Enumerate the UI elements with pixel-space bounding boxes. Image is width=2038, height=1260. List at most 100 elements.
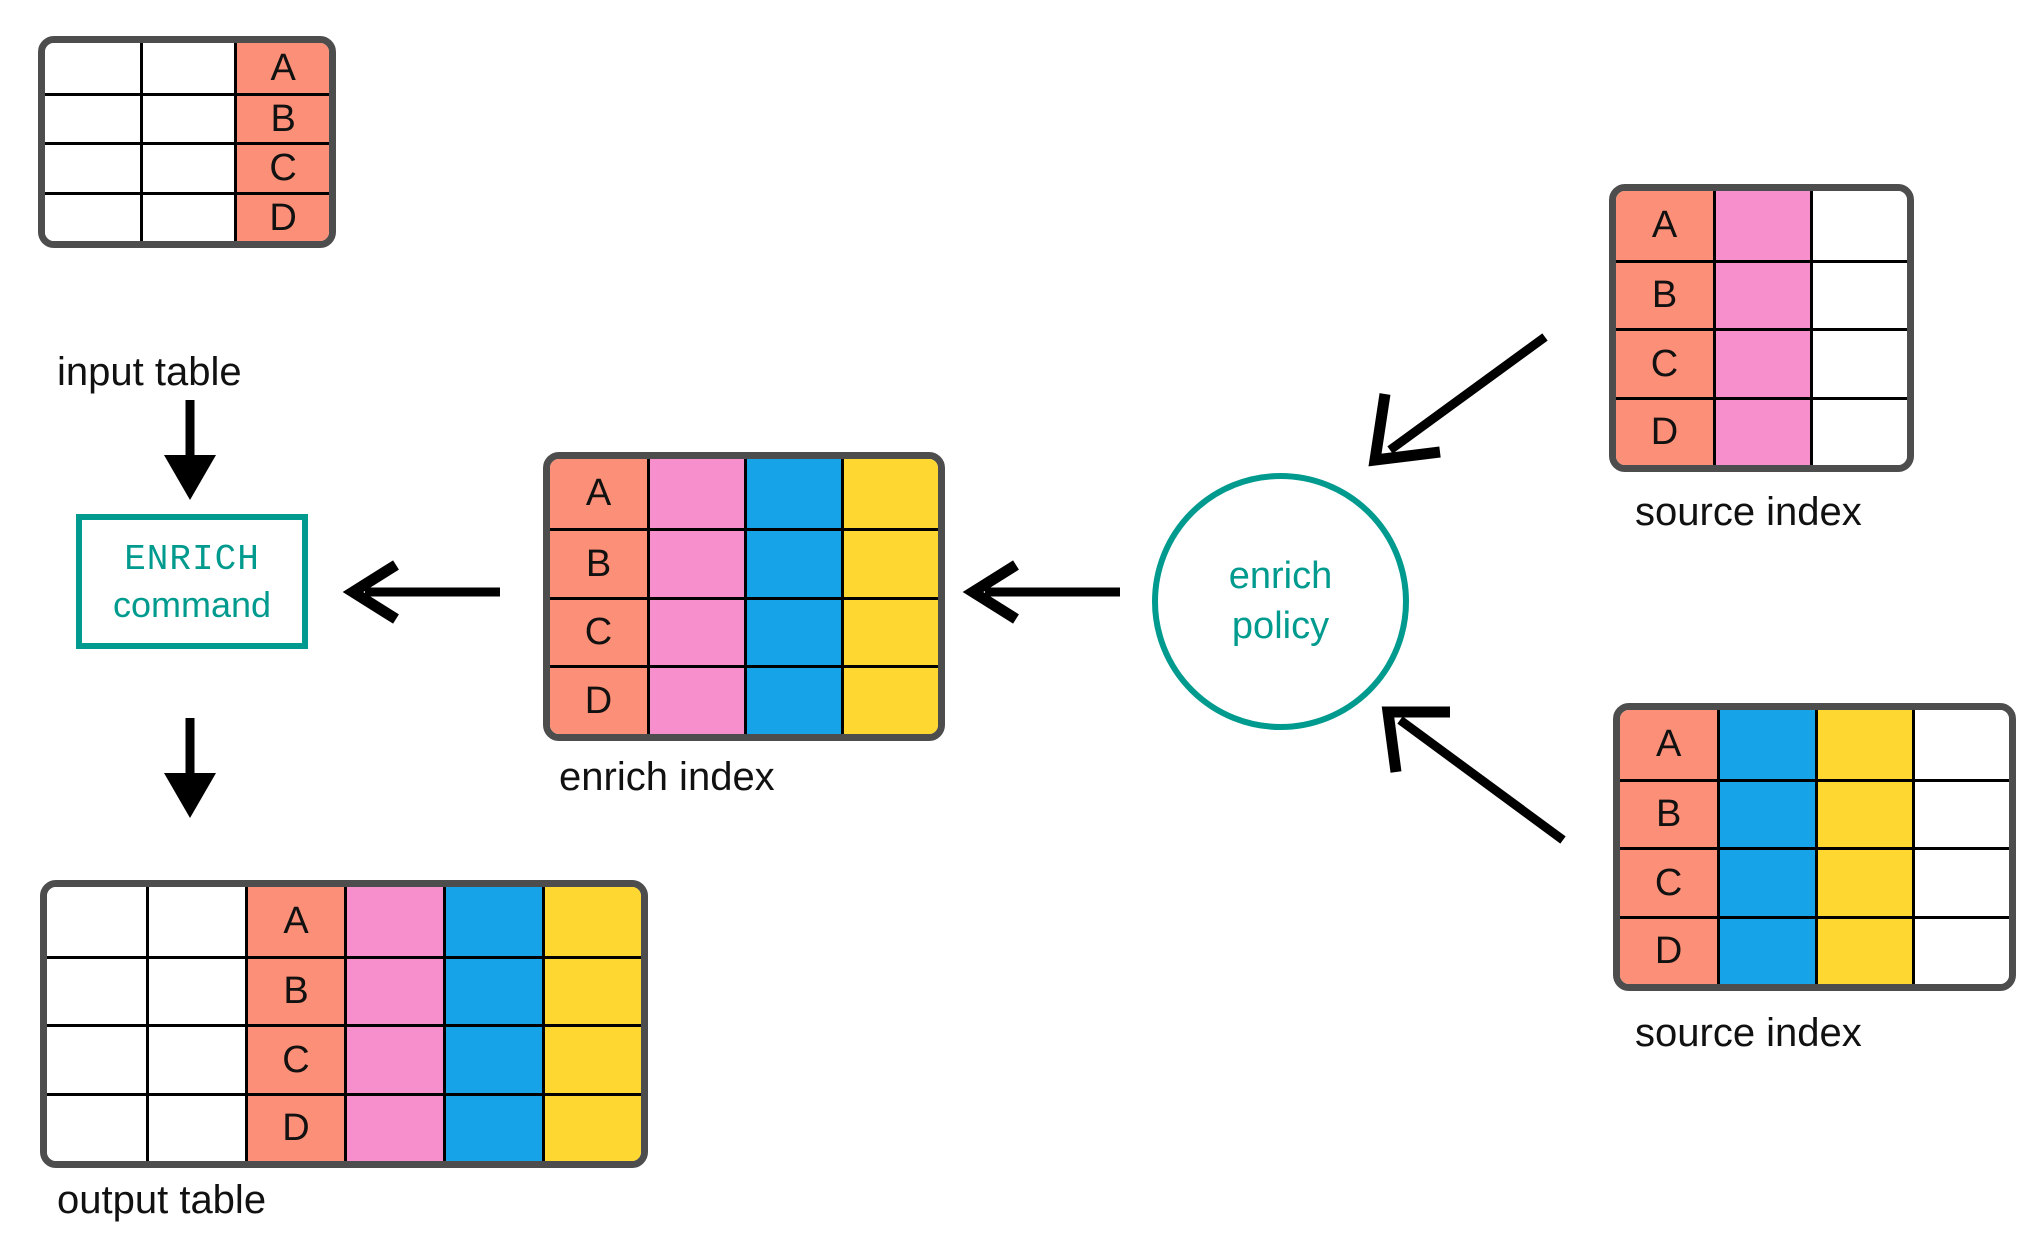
table-cell: D [1616, 399, 1713, 465]
table-row: C [550, 596, 938, 666]
table-cell [1814, 781, 1912, 847]
table-cell [1810, 399, 1907, 465]
table-cell [1713, 331, 1810, 397]
table-cell: A [234, 43, 329, 93]
table-row: A [45, 43, 329, 93]
table-cell: B [245, 958, 344, 1024]
table-cell: C [234, 145, 329, 192]
enrich-policy-line2: policy [1231, 604, 1330, 647]
table-cell [744, 459, 841, 528]
table-cell [1814, 710, 1912, 779]
table-row: D [1620, 915, 2009, 984]
table-cell [1717, 850, 1815, 916]
enrich-command-box[interactable]: ENRICH command [76, 514, 308, 649]
table-cell [1713, 191, 1810, 260]
table-cell [139, 95, 235, 142]
table-cell [1911, 918, 2009, 984]
table-cell: A [1620, 710, 1718, 779]
table-cell [1810, 262, 1907, 328]
table-row: D [47, 1092, 641, 1161]
table-row: B [1620, 778, 2009, 847]
table-cell [45, 95, 140, 142]
table-cell: D [550, 668, 647, 734]
table-cell [344, 958, 443, 1024]
enrich-index-caption: enrich index [559, 755, 775, 799]
arrow-command-to-output [164, 718, 216, 818]
table-cell [1717, 710, 1815, 779]
table-cell [841, 599, 938, 666]
table-cell [344, 1027, 443, 1093]
enrich-command-keyword: ENRICH [124, 538, 260, 580]
enrich-policy-node[interactable]: enrich policy [1152, 473, 1409, 730]
table-cell: B [550, 530, 647, 597]
arrow-policy-to-enrich-index [962, 560, 1120, 624]
table-cell [146, 958, 245, 1024]
table-cell [1911, 781, 2009, 847]
table-cell: C [245, 1027, 344, 1093]
arrow-source-bottom-to-policy [1381, 706, 1566, 844]
table-cell [47, 1095, 146, 1161]
table-cell [542, 1095, 641, 1161]
table-cell [139, 43, 235, 93]
table-cell [542, 887, 641, 956]
table-cell [146, 1027, 245, 1093]
table-cell [1810, 331, 1907, 397]
table-cell [542, 958, 641, 1024]
table-row: C [47, 1024, 641, 1093]
table-cell: B [234, 95, 329, 142]
table-row: B [550, 527, 938, 597]
table-cell [1713, 262, 1810, 328]
enrich-policy-line1: enrich [1228, 555, 1333, 598]
arrow-source-top-to-policy [1368, 333, 1548, 467]
table-cell [647, 530, 744, 597]
table-cell [139, 145, 235, 192]
table-cell [1713, 399, 1810, 465]
table-cell [146, 887, 245, 956]
table-cell [1814, 918, 1912, 984]
table-row: A [47, 887, 641, 956]
arrow-enrich-index-to-command [342, 560, 500, 624]
table-cell [542, 1027, 641, 1093]
table-row: B [47, 955, 641, 1024]
table-row: A [550, 459, 938, 528]
table-cell: B [1616, 262, 1713, 328]
table-cell [1810, 191, 1907, 260]
table-cell [146, 1095, 245, 1161]
table-cell [744, 530, 841, 597]
table-cell [443, 887, 542, 956]
table-cell [139, 194, 235, 241]
table-cell [841, 668, 938, 734]
table-cell: D [245, 1095, 344, 1161]
table-cell [47, 958, 146, 1024]
table-cell [443, 1027, 542, 1093]
table-row: D [550, 665, 938, 734]
table-cell: C [1616, 331, 1713, 397]
source-index-bottom-caption: source index [1635, 1011, 1862, 1055]
table-cell [1717, 918, 1815, 984]
table-cell [45, 145, 140, 192]
table-row: D [1616, 396, 1907, 465]
table-cell [1911, 850, 2009, 916]
table-cell [1814, 850, 1912, 916]
table-cell [647, 668, 744, 734]
table-cell [344, 1095, 443, 1161]
table-cell [45, 43, 140, 93]
table-cell [344, 887, 443, 956]
table-cell: D [234, 194, 329, 241]
table-cell [443, 958, 542, 1024]
enrich-command-word: command [112, 583, 272, 625]
table-cell [841, 459, 938, 528]
table-cell: C [1620, 850, 1718, 916]
table-row: B [1616, 259, 1907, 328]
table-cell [647, 599, 744, 666]
table-row: C [1620, 847, 2009, 916]
table-cell [647, 459, 744, 528]
table-cell [45, 194, 140, 241]
table-cell: D [1620, 918, 1718, 984]
table-cell: B [1620, 781, 1718, 847]
arrow-input-to-command [164, 400, 216, 500]
